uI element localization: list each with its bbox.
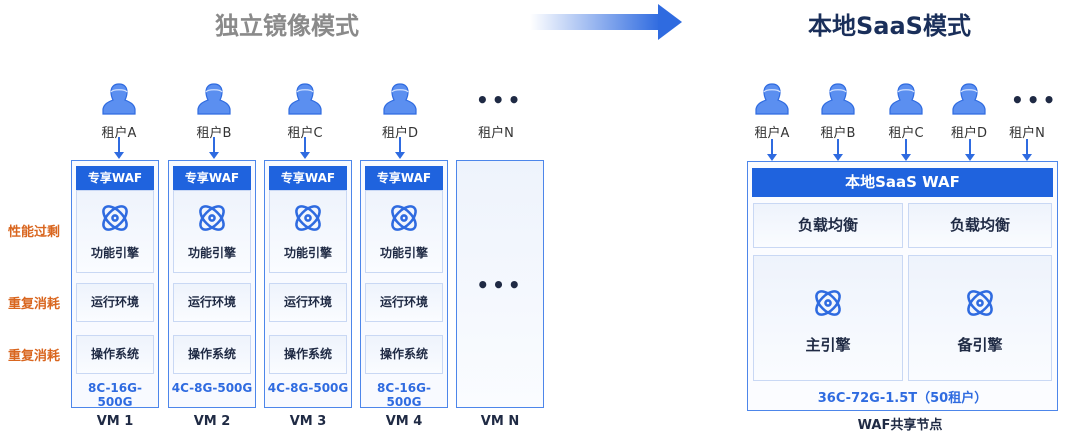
person-icon: [383, 82, 417, 116]
engine-cell: 功能引擎: [365, 190, 443, 273]
vm-header: 专享WAF: [76, 166, 154, 190]
vm-box: 专享WAF 功能引擎 运行环境 操作系统 8C-16G-500G: [71, 160, 159, 409]
engine-cell: 功能引擎: [76, 190, 154, 273]
engine-label: 主引擎: [805, 336, 851, 354]
engine-icon: [98, 201, 132, 235]
engine-label: 功能引擎: [187, 246, 236, 260]
transition-arrow: [530, 14, 660, 30]
arrow-icon: [965, 139, 975, 161]
tenant-label: 租户B: [820, 126, 856, 141]
more-tenants-dots: •••: [476, 88, 524, 112]
tenant-label: 租户N: [478, 126, 514, 141]
tenant-label: 租户N: [1009, 126, 1045, 141]
person-icon: [755, 82, 789, 116]
tenant: 租户D: [370, 82, 430, 141]
person-icon: [952, 82, 986, 116]
engine-icon: [963, 286, 997, 320]
tenant-label: 租户A: [754, 126, 790, 141]
vm-n-dots: •••: [476, 273, 524, 297]
side-label-overprovision: 性能过剩: [8, 225, 61, 240]
vm-header: 专享WAF: [269, 166, 347, 190]
vm-label: VM 1: [96, 414, 134, 429]
os-cell: 操作系统: [269, 335, 347, 374]
vm-label: VM N: [480, 414, 520, 429]
os-cell: 操作系统: [365, 335, 443, 374]
tenant: 租户A: [89, 82, 149, 141]
vm-header: 专享WAF: [173, 166, 251, 190]
person-icon: [821, 82, 855, 116]
vm-box: 专享WAF 功能引擎 运行环境 操作系统 8C-16G-500G: [360, 160, 448, 409]
engine-label: 功能引擎: [283, 246, 332, 260]
tenant-label: 租户C: [287, 126, 323, 141]
tenant-label: 租户D: [950, 126, 987, 141]
load-balancer-cell: 负载均衡: [908, 203, 1052, 248]
arrow-icon: [901, 139, 911, 161]
person-icon: [889, 82, 923, 116]
engine-cell: 功能引擎: [269, 190, 347, 273]
tenant: 租户B: [808, 82, 868, 141]
vm-spec: 8C-16G-500G: [88, 381, 142, 409]
primary-engine-cell: 主引擎: [753, 255, 903, 381]
engine-icon: [811, 286, 845, 320]
tenant: 租户C: [275, 82, 335, 141]
node-spec: 36C-72G-1.5T（50租户）: [817, 391, 988, 406]
runtime-cell: 运行环境: [269, 283, 347, 322]
vm-label: VM 4: [385, 414, 423, 429]
tenant: 租户A: [742, 82, 802, 141]
engine-label: 功能引擎: [90, 246, 139, 260]
runtime-cell: 运行环境: [365, 283, 443, 322]
arrow-icon: [833, 139, 843, 161]
arrow-icon: [395, 137, 405, 159]
vm-box-n: •••: [456, 160, 544, 408]
arrow-icon: [300, 137, 310, 159]
transition-arrow-head: [658, 4, 682, 40]
vm-box: 专享WAF 功能引擎 运行环境 操作系统 4C-8G-500G: [168, 160, 256, 408]
runtime-cell: 运行环境: [76, 283, 154, 322]
engine-icon: [387, 201, 421, 235]
engine-cell: 功能引擎: [173, 190, 251, 273]
runtime-cell: 运行环境: [173, 283, 251, 322]
engine-label: 功能引擎: [379, 246, 428, 260]
arrow-icon: [114, 137, 124, 159]
tenant-label: 租户B: [196, 126, 232, 141]
os-cell: 操作系统: [76, 335, 154, 374]
vm-label: VM 3: [289, 414, 327, 429]
arrow-icon: [767, 139, 777, 161]
more-tenants-dots: •••: [1011, 88, 1059, 112]
vm-box: 专享WAF 功能引擎 运行环境 操作系统 4C-8G-500G: [264, 160, 352, 408]
vm-spec: 8C-16G-500G: [377, 381, 431, 409]
person-icon: [102, 82, 136, 116]
engine-label: 备引擎: [957, 336, 1003, 354]
tenant: 租户C: [876, 82, 936, 141]
engine-icon: [195, 201, 229, 235]
os-cell: 操作系统: [173, 335, 251, 374]
tenant-label: 租户C: [888, 126, 924, 141]
backup-engine-cell: 备引擎: [908, 255, 1052, 381]
engine-icon: [291, 201, 325, 235]
side-label-duplicate-runtime: 重复消耗: [8, 297, 61, 312]
person-icon: [288, 82, 322, 116]
tenant: 租户B: [184, 82, 244, 141]
node-label: WAF共享节点: [857, 418, 943, 433]
left-title: 独立镜像模式: [215, 12, 359, 40]
tenant: 租户N: [997, 82, 1057, 141]
side-label-duplicate-os: 重复消耗: [8, 349, 61, 364]
waf-shared-node: 本地SaaS WAF 负载均衡 负载均衡 主引擎 备引擎 36C-72G-1.5…: [747, 161, 1058, 411]
right-title: 本地SaaS模式: [808, 12, 971, 40]
vm-label: VM 2: [193, 414, 231, 429]
tenant: 租户D: [939, 82, 999, 141]
saas-waf-header: 本地SaaS WAF: [752, 168, 1053, 197]
tenant-label: 租户D: [381, 126, 418, 141]
arrow-icon: [209, 137, 219, 159]
vm-spec: 4C-8G-500G: [267, 381, 349, 395]
tenant: 租户N: [466, 82, 526, 141]
vm-header: 专享WAF: [365, 166, 443, 190]
person-icon: [197, 82, 231, 116]
vm-spec: 4C-8G-500G: [171, 381, 253, 395]
arrow-icon: [1022, 139, 1032, 161]
load-balancer-cell: 负载均衡: [753, 203, 903, 248]
tenant-label: 租户A: [101, 126, 137, 141]
